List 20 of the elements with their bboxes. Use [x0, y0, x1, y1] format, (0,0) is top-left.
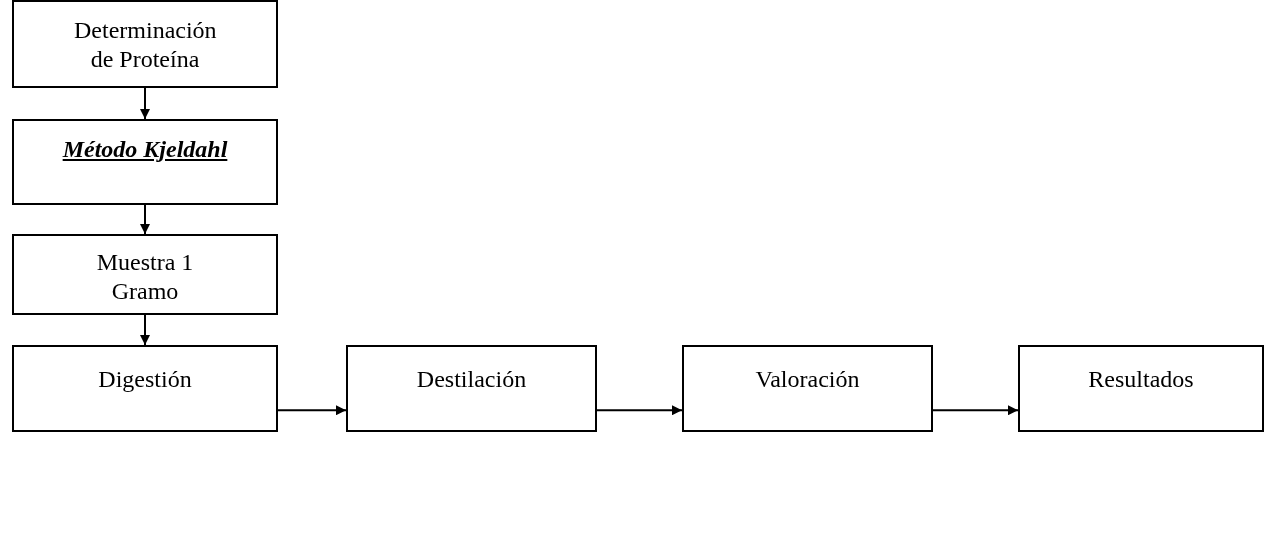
process-box — [12, 234, 278, 315]
step-label: Digestión — [97, 365, 193, 394]
process-box — [12, 0, 278, 88]
process-box — [12, 345, 278, 432]
step-label: Resultados — [1087, 365, 1195, 394]
step-label: Valoración — [754, 365, 861, 394]
step-label: Muestra 1 Gramo — [95, 248, 195, 306]
arrow — [596, 405, 683, 416]
step-label: Destilación — [415, 365, 528, 394]
arrow — [140, 314, 150, 346]
arrow — [932, 405, 1019, 416]
step-label: Determinación de Proteína — [74, 16, 216, 74]
arrow — [140, 204, 150, 235]
process-box — [346, 345, 597, 432]
process-box — [1018, 345, 1264, 432]
arrow — [277, 405, 347, 416]
step-label: Método Kjeldahl — [61, 135, 229, 164]
process-box — [682, 345, 933, 432]
process-box — [12, 119, 278, 205]
arrow — [140, 87, 150, 120]
